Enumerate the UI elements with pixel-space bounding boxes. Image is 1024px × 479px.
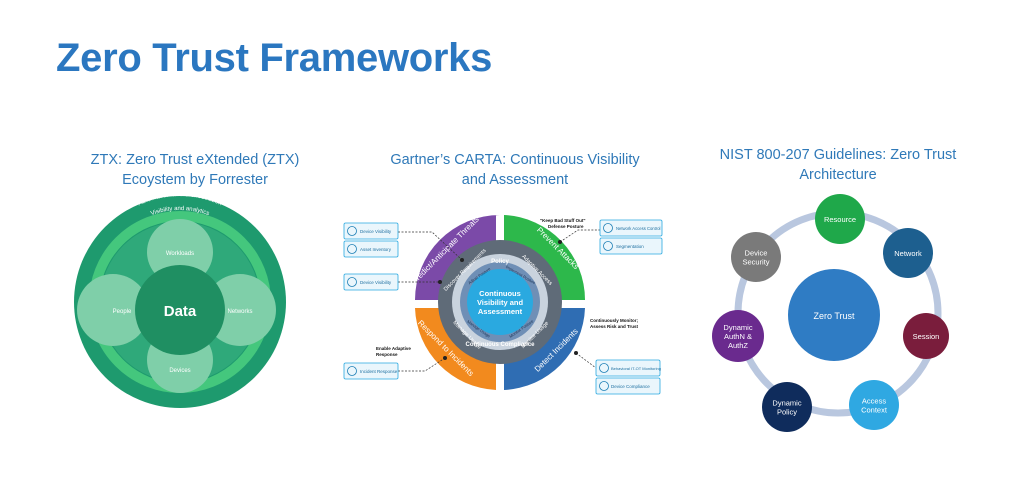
carta-center-line3: Assessment	[478, 307, 523, 316]
ztx-center-label: Data	[164, 303, 197, 320]
ztx-caption-line1: ZTX: Zero Trust eXtended (ZTX)	[90, 152, 300, 168]
nist-node-label: Device	[745, 249, 768, 258]
carta-box-device-visibility-1-label: Device Visibility	[360, 229, 392, 234]
carta-connector-4	[559, 229, 600, 243]
carta-box-network-access: Network Access Control	[599, 219, 663, 237]
carta-box-device-compliance: Device Compliance	[595, 377, 661, 395]
carta-dot-4	[558, 240, 562, 244]
carta-dot-3	[443, 356, 447, 360]
ztx-left-label: People	[113, 309, 132, 315]
carta-box-device-compliance-label: Device Compliance	[611, 384, 650, 389]
nist-node-disc	[762, 382, 812, 432]
carta-dot-2	[438, 280, 442, 284]
carta-box-asset-inventory: Asset Inventory	[343, 240, 399, 258]
nist-node-label: Access	[862, 397, 886, 406]
carta-dot-1	[460, 258, 464, 262]
nist-diagram: Zero Trust ResourceNetworkSessionAccessC…	[712, 194, 949, 432]
nist-caption-line1: NIST 800-207 Guidelines: Zero Trust	[719, 147, 957, 163]
nist-center-label: Zero Trust	[813, 311, 855, 321]
carta-box-device-visibility-2: Device Visibility	[343, 273, 399, 291]
carta-center-disc	[467, 269, 533, 335]
carta-note-bad-line2: Defense Posture	[548, 224, 584, 229]
nist-node-disc	[883, 228, 933, 278]
carta-policy-label: Policy	[491, 259, 509, 265]
ztx-ring-inner-label: Visibility and analytics	[150, 206, 210, 217]
carta-box-asset-inventory-label: Asset Inventory	[360, 247, 392, 252]
carta-center-line1: Continuous	[479, 289, 521, 298]
slide-title: Zero Trust Frameworks	[56, 36, 493, 80]
nist-center-disc	[788, 269, 880, 361]
nist-node-label: Context	[861, 406, 888, 415]
carta-compliance-label: Continuous Compliance	[466, 342, 536, 348]
nist-node-disc	[849, 380, 899, 430]
carta-connector-5	[575, 352, 597, 369]
segmentation-icon	[603, 241, 613, 251]
ztx-top-label: Workloads	[166, 251, 194, 257]
ztx-diagram: Data Workloads Devices People Networks A…	[74, 191, 286, 408]
carta-box-incident-response-label: Incident Response	[360, 369, 398, 374]
nist-caption: NIST 800-207 Guidelines: Zero Trust Arch…	[708, 145, 968, 185]
nist-node-label: Security	[742, 258, 769, 267]
ztx-petal-right	[204, 274, 276, 346]
ztx-bottom-label: Devices	[169, 368, 190, 374]
carta-box-incident-response: Incident Response	[343, 362, 399, 380]
ztx-petal-left	[77, 274, 149, 346]
carta-dot-5	[574, 351, 578, 355]
nist-node-disc	[712, 310, 764, 362]
carta-note-enable-line1: Enable Adaptive	[376, 346, 411, 351]
carta-center-line2: Visibility and	[477, 298, 524, 307]
ztx-caption-line2: Ecoystem by Forrester	[122, 172, 268, 188]
carta-box-device-visibility-2-label: Device Visibility	[360, 280, 392, 285]
carta-connector-3	[398, 357, 446, 372]
nist-node: Network	[883, 228, 933, 278]
monitoring-icon	[599, 363, 609, 373]
nist-node-label: Policy	[777, 408, 797, 417]
nist-node-label: Network	[894, 249, 922, 258]
ztx-right-label: Networks	[227, 309, 252, 315]
carta-box-behavioral-label: Behavioral IT-OT Monitoring	[611, 366, 661, 371]
carta-box-behavioral: Behavioral IT-OT Monitoring	[595, 359, 661, 377]
carta-note-monitor-line2: Assess Risk and Trust	[590, 324, 639, 329]
ztx-center-disc	[135, 265, 225, 355]
nist-node-disc	[815, 194, 865, 244]
nist-node-label: Dynamic	[723, 323, 752, 332]
carta-note-bad-line1: "Keep Bad Stuff Out"	[540, 218, 586, 223]
nist-node-label: Dynamic	[772, 399, 801, 408]
carta-note-enable-line2: Response	[376, 352, 398, 357]
carta-connector-1	[398, 231, 463, 261]
shield-icon	[599, 381, 609, 391]
device-icon	[347, 277, 357, 287]
nist-node-label: Resource	[824, 215, 856, 224]
carta-note-monitor-line1: Continuously Monitor;	[590, 318, 638, 323]
nist-node-disc	[903, 313, 949, 359]
nist-node: Session	[903, 313, 949, 359]
response-icon	[347, 366, 357, 376]
ztx-caption: ZTX: Zero Trust eXtended (ZTX) Ecoystem …	[70, 150, 320, 190]
network-icon	[603, 223, 613, 233]
nist-node-disc	[731, 232, 781, 282]
carta-box-network-access-label: Network Access Control	[616, 226, 661, 231]
nist-node: Resource	[815, 194, 865, 244]
carta-caption-line2: and Assessment	[461, 172, 569, 188]
device-icon	[347, 226, 357, 236]
carta-caption-line1: Gartner’s CARTA: Continuous Visibility	[390, 152, 640, 168]
inventory-icon	[347, 244, 357, 254]
nist-node-label: AuthN &	[724, 332, 752, 341]
nist-node-label: Session	[913, 332, 940, 341]
carta-box-segmentation-label: Segmentation	[616, 244, 644, 249]
nist-node-label: AuthZ	[728, 341, 748, 350]
carta-box-device-visibility-1: Device Visibility	[343, 222, 399, 240]
carta-box-segmentation: Segmentation	[599, 237, 663, 255]
carta-diagram: Continuous Visibility and Assessment Pre…	[343, 215, 663, 395]
nist-caption-line2: Architecture	[799, 167, 877, 183]
carta-caption: Gartner’s CARTA: Continuous Visibility a…	[375, 150, 655, 190]
